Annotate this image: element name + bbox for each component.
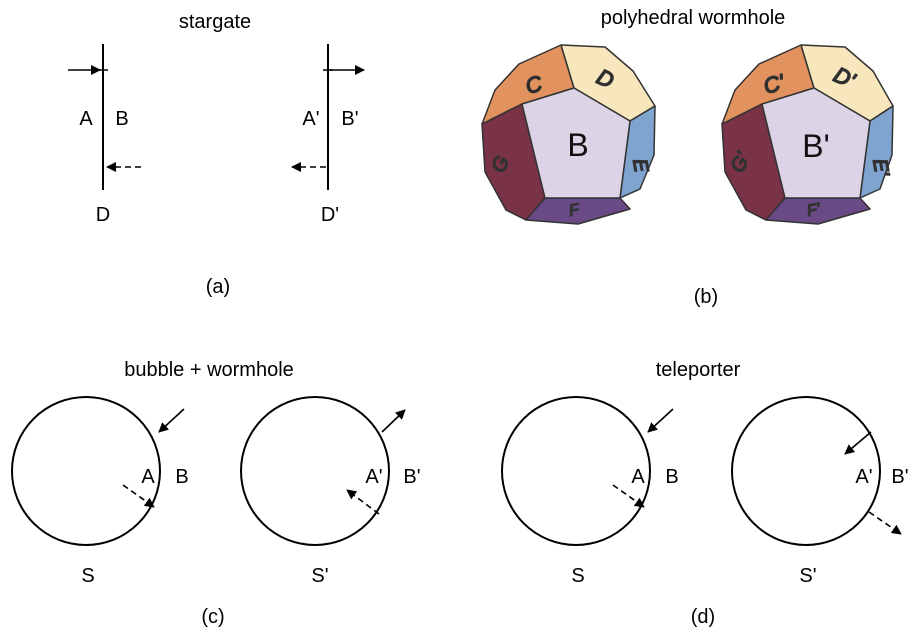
dodeca-right-label-f: F' — [806, 201, 823, 220]
panel-d: teleporter A B S A' B' S' (d) — [501, 359, 909, 628]
bubble-right-label-s: S' — [311, 565, 328, 587]
teleporter-left-arrow-dashed — [612, 484, 645, 508]
panel-b-caption: (b) — [694, 286, 718, 308]
teleporter-right-circle — [731, 396, 881, 546]
bubble-right-label-a: A' — [365, 466, 382, 488]
bubble-right-circle — [240, 396, 390, 546]
dodeca-left-label-f: F — [568, 201, 582, 220]
panel-c-title: bubble + wormhole — [124, 359, 294, 381]
teleporter-left-circle — [501, 396, 651, 546]
dodeca-left-label-center: B — [567, 127, 588, 163]
dodeca-left-face-b — [521, 87, 631, 199]
dodeca-right-label-center: B' — [802, 128, 829, 164]
teleporter-right-label-a: A' — [855, 466, 872, 488]
panel-a-title: stargate — [179, 11, 251, 33]
panel-c-caption: (c) — [201, 606, 224, 628]
panel-a-caption: (a) — [206, 276, 230, 298]
bubble-right-arrow-out — [381, 409, 406, 433]
stargate-right-label-d: D' — [321, 204, 339, 226]
bubble-left-label-s: S — [81, 565, 94, 587]
bubble-left-arrow-dashed — [122, 484, 155, 508]
dodecahedron-right: C' D' E' F' G' B' — [721, 44, 894, 225]
teleporter-right-arrow-in — [844, 431, 872, 455]
teleporter-right-label-b: B' — [891, 466, 908, 488]
bubble-left-label-a: A — [141, 466, 155, 488]
bubble-left-circle — [11, 396, 161, 546]
panel-d-caption: (d) — [691, 606, 715, 628]
teleporter-right-arrow-dashed — [868, 511, 902, 535]
dodeca-right-label-e: E' — [868, 157, 893, 179]
stargate-right-label-a: A' — [302, 108, 319, 130]
bubble-right-label-b: B' — [403, 466, 420, 488]
bubble-left-label-b: B — [175, 466, 188, 488]
panel-b: polyhedral wormhole C D E F G B C' D' — [481, 7, 894, 308]
bubble-right-arrow-dashed — [346, 489, 380, 515]
panel-d-title: teleporter — [656, 359, 741, 381]
stargate-left-label-a: A — [79, 108, 93, 130]
panel-c: bubble + wormhole A B S A' B' S' (c) — [11, 359, 421, 628]
stargate-left-label-d: D — [96, 204, 110, 226]
teleporter-right-label-s: S' — [799, 565, 816, 587]
bubble-left-arrow-in — [158, 408, 185, 433]
teleporter-left-label-s: S — [571, 565, 584, 587]
dodecahedron-left: C D E F G B — [481, 44, 656, 225]
teleporter-left-label-a: A — [631, 466, 645, 488]
teleporter-left-arrow-in — [647, 408, 674, 433]
panel-a: stargate A B D A' B' D' (a) — [68, 11, 365, 298]
stargate-right-label-b: B' — [341, 108, 358, 130]
dodeca-left-label-e: E — [628, 157, 652, 175]
stargate-left-label-b: B — [115, 108, 128, 130]
teleporter-left-label-b: B — [665, 466, 678, 488]
dodeca-left-label-c: C — [523, 71, 545, 99]
dodeca-right-face-b — [761, 87, 871, 199]
panel-b-title: polyhedral wormhole — [601, 7, 786, 29]
